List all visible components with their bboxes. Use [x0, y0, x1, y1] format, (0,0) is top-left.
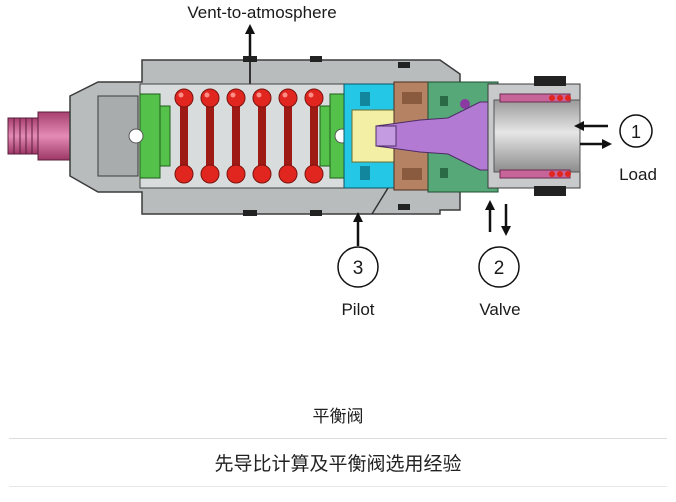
spring-coil-section	[278, 164, 298, 184]
port-1-number: 1	[631, 122, 641, 142]
spring-coil-highlight	[282, 92, 288, 98]
spring-coil-back	[232, 100, 240, 172]
spring-coil-section	[252, 164, 272, 184]
spring-coil-highlight	[178, 92, 184, 98]
vent-label: Vent-to-atmosphere	[187, 3, 336, 22]
spring	[174, 88, 324, 184]
spring-coil-highlight	[308, 92, 314, 98]
spring-coil-section	[174, 88, 194, 108]
spring-coil-back	[206, 100, 214, 172]
port-1-circle	[619, 114, 653, 148]
port-3-number: 3	[353, 258, 364, 279]
spring-coil-back	[180, 100, 188, 172]
spring-coil-highlight	[230, 92, 236, 98]
adjustment-screw	[7, 111, 71, 161]
spring-coil-section	[200, 164, 220, 184]
spring-coil-section	[304, 164, 324, 184]
valve-label: Valve	[479, 300, 520, 319]
spring-coil-back	[258, 100, 266, 172]
port-3-circle	[337, 246, 379, 288]
caption-divider	[9, 438, 667, 439]
pilot-label: Pilot	[341, 300, 374, 319]
load-label: Load	[619, 165, 657, 184]
spring-coil-back	[310, 100, 318, 172]
bottom-divider	[9, 486, 667, 487]
spring-coil-section	[278, 88, 298, 108]
port-2-circle	[478, 246, 520, 288]
spring-coil-section	[252, 88, 272, 108]
spring-coil-section	[226, 164, 246, 184]
spring-coil-highlight	[204, 92, 210, 98]
counterbalance-valve-diagram: Vent-to-atmosphere 1 Load 3 Pilot 2 Valv…	[7, 3, 657, 319]
port-2-number: 2	[494, 258, 505, 279]
spring-coil-section	[200, 88, 220, 108]
article-title: 先导比计算及平衡阀选用经验	[214, 453, 462, 475]
spring-coil-section	[304, 88, 324, 108]
spring-coil-back	[284, 100, 292, 172]
end-cap	[487, 76, 581, 196]
spring-coil-highlight	[256, 92, 262, 98]
spring-coil-section	[174, 164, 194, 184]
spring-coil-section	[226, 88, 246, 108]
figure-caption: 平衡阀	[312, 407, 364, 427]
